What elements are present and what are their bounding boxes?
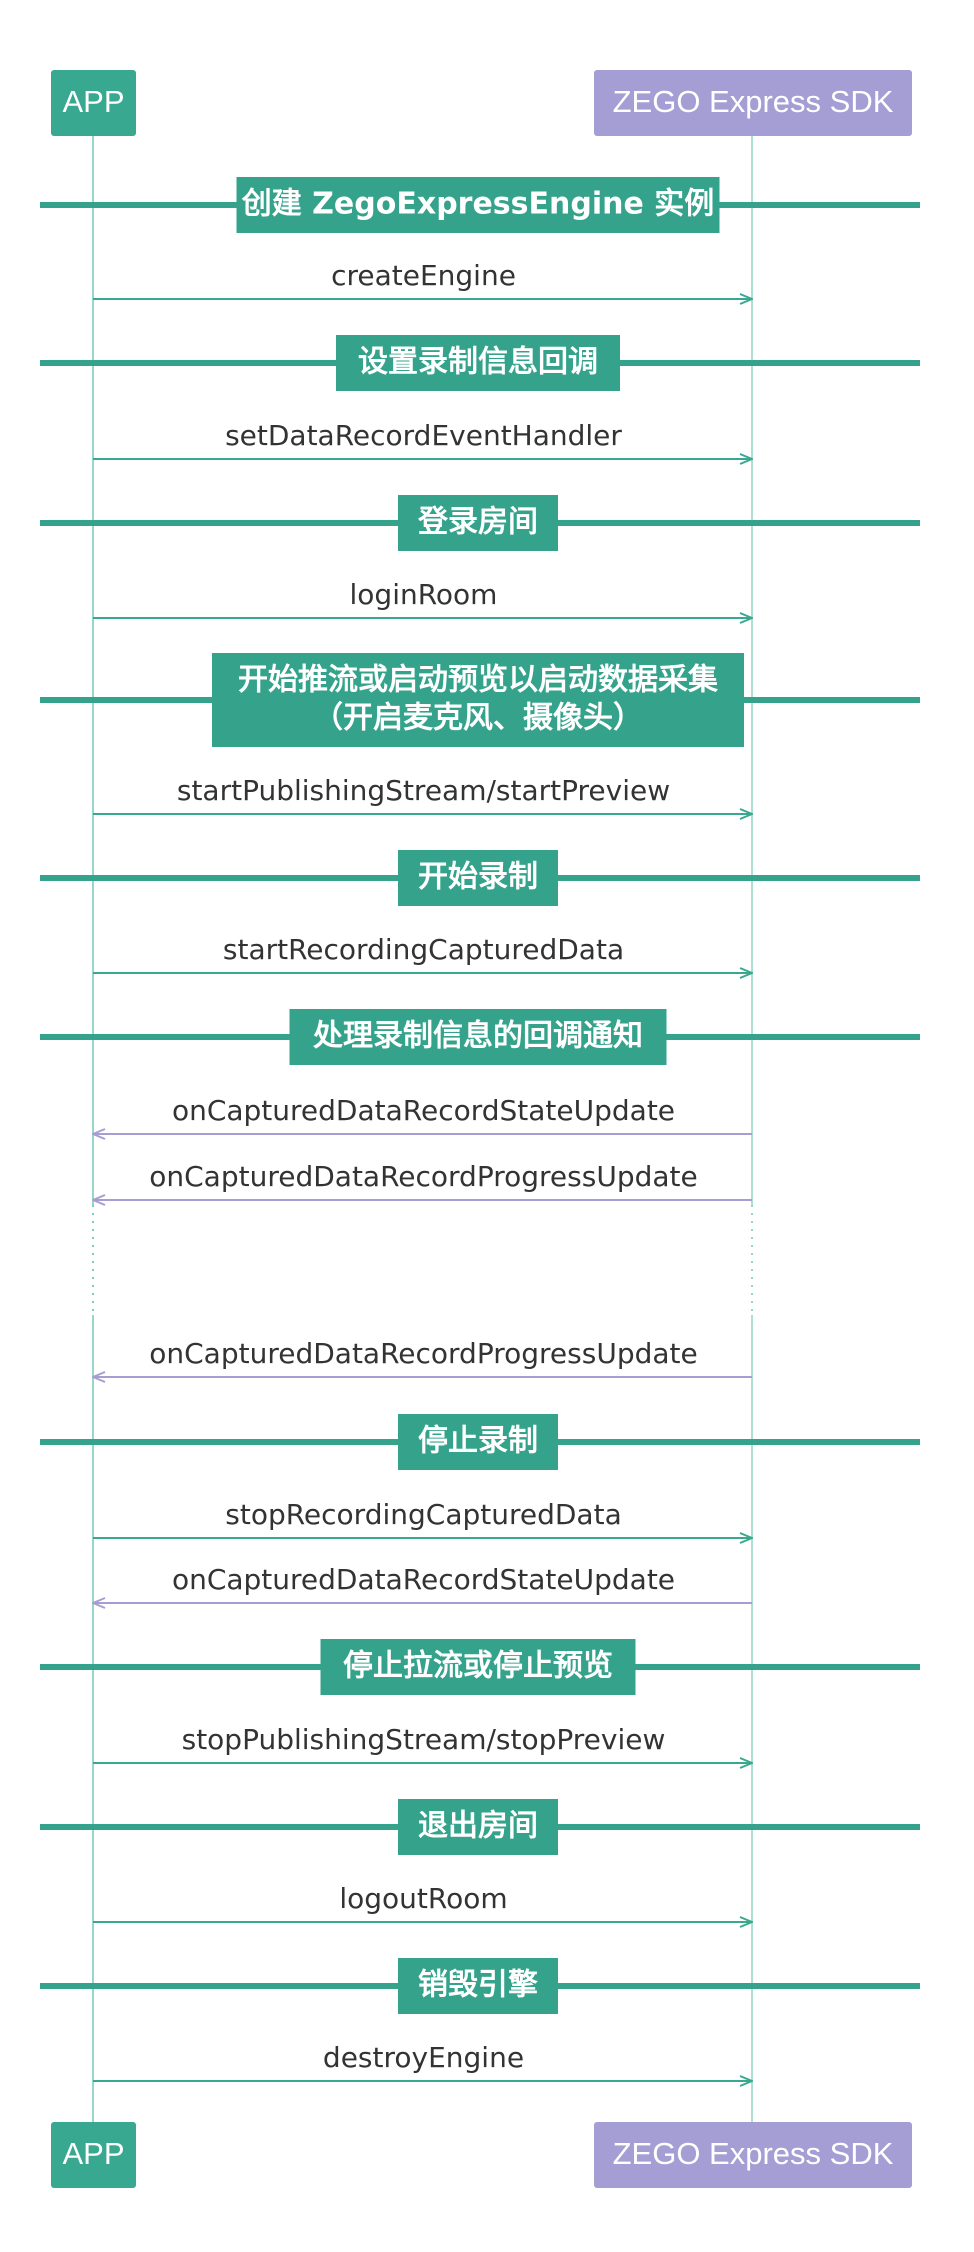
message-label: startRecordingCapturedData (223, 933, 624, 966)
message-to-sdk: startPublishingStream/startPreview (93, 774, 752, 814)
message-to-sdk: stopPublishingStream/stopPreview (93, 1723, 752, 1763)
message-label: onCapturedDataRecordProgressUpdate (149, 1160, 697, 1193)
section-divider: 销毁引擎 (40, 1958, 920, 2014)
section-divider: 停止拉流或停止预览 (40, 1639, 920, 1695)
message-to-sdk: loginRoom (93, 578, 752, 618)
message-label: startPublishingStream/startPreview (177, 774, 670, 807)
message-label: onCapturedDataRecordStateUpdate (172, 1094, 675, 1127)
actor-sdk-label: ZEGO Express SDK (613, 2136, 894, 2171)
message-label: logoutRoom (339, 1882, 507, 1915)
section-divider: 设置录制信息回调 (40, 335, 920, 391)
section-label: 销毁引擎 (418, 1968, 538, 2003)
section-box (289, 1009, 667, 1065)
section-box (398, 495, 558, 551)
section-label: 退出房间 (418, 1809, 538, 1844)
section-box (320, 1639, 636, 1695)
section-label: 停止录制 (418, 1424, 538, 1459)
section-box (236, 177, 720, 233)
section-box (212, 653, 744, 747)
message-label: loginRoom (350, 578, 498, 611)
message-to-sdk: destroyEngine (93, 2041, 752, 2081)
section-divider: 停止录制 (40, 1414, 920, 1470)
actor-app-label: APP (62, 84, 124, 119)
gap-mask-app (89, 1205, 97, 1315)
section-label: 开始推流或启动预览以启动数据采集 (238, 663, 719, 698)
section-label: 停止拉流或停止预览 (343, 1649, 613, 1684)
section-label: 处理录制信息的回调通知 (312, 1019, 643, 1054)
message-to-sdk: logoutRoom (93, 1882, 752, 1922)
message-to-app: onCapturedDataRecordProgressUpdate (93, 1337, 752, 1377)
gap-mask-sdk (748, 1205, 756, 1315)
section-box (336, 335, 620, 391)
section-box (398, 1799, 558, 1855)
section-divider: 开始推流或启动预览以启动数据采集（开启麦克风、摄像头） (40, 653, 920, 747)
message-label: createEngine (331, 259, 516, 292)
message-to-app: onCapturedDataRecordStateUpdate (93, 1094, 752, 1134)
message-label: destroyEngine (323, 2041, 524, 2074)
section-label: 设置录制信息回调 (358, 345, 598, 380)
steps: 创建 ZegoExpressEngine 实例 createEngine 设置录制信… (40, 177, 920, 2081)
message-to-sdk: stopRecordingCapturedData (93, 1498, 752, 1538)
section-divider: 退出房间 (40, 1799, 920, 1855)
actor-app-bottom: APP (51, 2122, 136, 2188)
message-label: onCapturedDataRecordStateUpdate (172, 1563, 675, 1596)
message-to-sdk: setDataRecordEventHandler (93, 419, 752, 459)
message-to-app: onCapturedDataRecordProgressUpdate (93, 1160, 752, 1200)
section-divider: 处理录制信息的回调通知 (40, 1009, 920, 1065)
section-divider: 开始录制 (40, 850, 920, 906)
actor-app-label: APP (62, 2136, 124, 2171)
section-divider: 登录房间 (40, 495, 920, 551)
message-to-sdk: startRecordingCapturedData (93, 933, 752, 973)
message-to-app: onCapturedDataRecordStateUpdate (93, 1563, 752, 1603)
section-label: 登录房间 (417, 505, 538, 540)
message-label: stopPublishingStream/stopPreview (182, 1723, 666, 1756)
section-box (398, 850, 558, 906)
section-label: （开启麦克风、摄像头） (313, 701, 643, 736)
message-label: setDataRecordEventHandler (225, 419, 622, 452)
section-box (398, 1414, 558, 1470)
actor-sdk-bottom: ZEGO Express SDK (594, 2122, 912, 2188)
message-label: onCapturedDataRecordProgressUpdate (149, 1337, 697, 1370)
actor-app-top: APP (51, 70, 136, 136)
actor-sdk-label: ZEGO Express SDK (613, 84, 894, 119)
message-to-sdk: createEngine (93, 259, 752, 299)
section-divider: 创建 ZegoExpressEngine 实例 (40, 177, 920, 233)
message-label: stopRecordingCapturedData (225, 1498, 621, 1531)
section-label: 创建 ZegoExpressEngine 实例 (241, 187, 715, 222)
actor-sdk-top: ZEGO Express SDK (594, 70, 912, 136)
section-box (398, 1958, 558, 2014)
section-label: 开始录制 (418, 860, 538, 895)
repeat-gap (89, 1205, 756, 1315)
